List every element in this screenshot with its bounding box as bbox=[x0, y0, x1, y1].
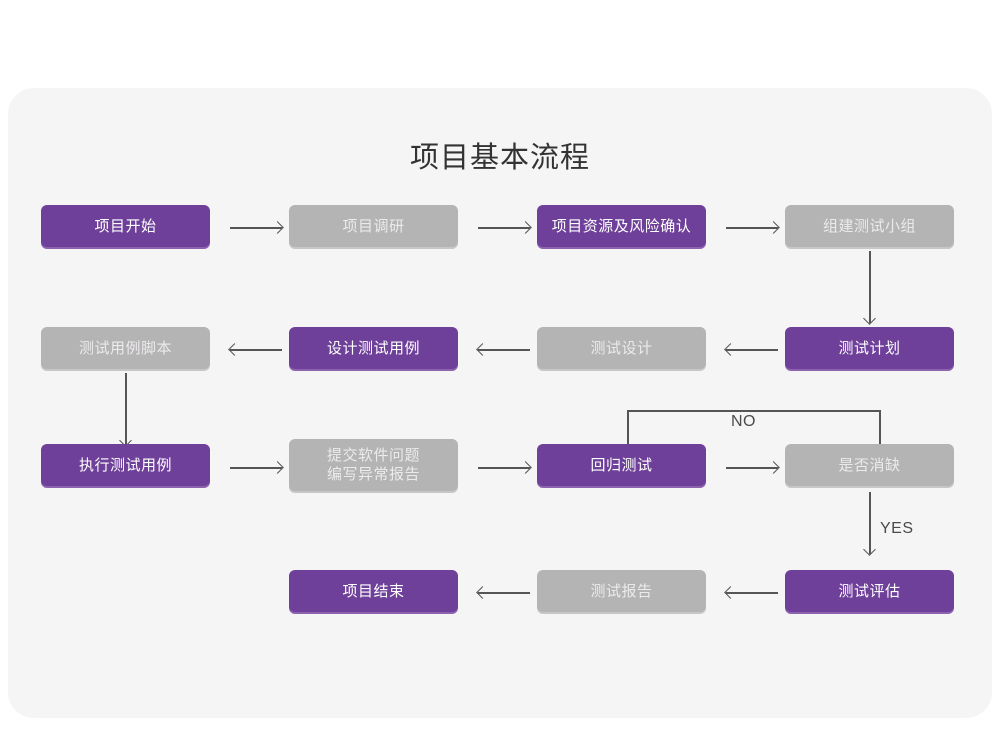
arrow-head-icon bbox=[476, 343, 489, 356]
arrow-shaft bbox=[726, 349, 778, 351]
arrow-shaft bbox=[726, 227, 778, 229]
edge-label-no: NO bbox=[731, 413, 756, 430]
flow-node-project-start[interactable]: 项目开始 bbox=[41, 205, 210, 247]
flow-node-project-research[interactable]: 项目调研 bbox=[289, 205, 458, 247]
edge-label-yes: YES bbox=[880, 520, 914, 537]
arrow-head-icon bbox=[724, 343, 737, 356]
flow-node-project-end[interactable]: 项目结束 bbox=[289, 570, 458, 612]
loop-segment-vertical-right bbox=[879, 410, 881, 458]
arrow-n12-n15-yes bbox=[863, 492, 877, 556]
flow-node-label: 测试设计 bbox=[590, 339, 653, 357]
arrow-shaft bbox=[478, 592, 530, 594]
arrow-head-icon bbox=[863, 312, 876, 325]
page-title: 项目基本流程 bbox=[409, 142, 590, 174]
flow-node-label: 执行测试用例 bbox=[78, 456, 172, 474]
arrow-shaft bbox=[478, 467, 530, 469]
flow-node-label: 项目结束 bbox=[342, 582, 405, 600]
arrow-n8-n7 bbox=[724, 343, 778, 357]
arrow-n1-n2 bbox=[230, 221, 284, 235]
flow-node-label: 项目调研 bbox=[342, 217, 405, 235]
arrow-shaft bbox=[230, 227, 282, 229]
flow-node-label: 设计测试用例 bbox=[326, 339, 420, 357]
arrow-n4-n8 bbox=[863, 251, 877, 325]
arrow-shaft bbox=[125, 373, 127, 445]
arrow-n5-n9 bbox=[119, 373, 133, 447]
flow-node-label: 测试用例脚本 bbox=[78, 339, 172, 357]
flow-node-testcase-script[interactable]: 测试用例脚本 bbox=[41, 327, 210, 369]
arrow-head-icon bbox=[724, 586, 737, 599]
flow-node-test-report[interactable]: 测试报告 bbox=[537, 570, 706, 612]
arrow-shaft bbox=[869, 492, 871, 554]
flow-node-resource-risk-confirm[interactable]: 项目资源及风险确认 bbox=[537, 205, 706, 247]
arrow-head-icon bbox=[767, 461, 780, 474]
arrow-shaft bbox=[726, 592, 778, 594]
flow-node-design-testcase[interactable]: 设计测试用例 bbox=[289, 327, 458, 369]
arrow-n6-n5 bbox=[228, 343, 282, 357]
arrow-n3-n4 bbox=[726, 221, 780, 235]
arrow-n11-n12 bbox=[726, 461, 780, 475]
arrow-head-icon bbox=[271, 461, 284, 474]
flow-node-label: 测试评估 bbox=[838, 582, 901, 600]
flow-node-submit-issue-report[interactable]: 提交软件问题 编写异常报告 bbox=[289, 439, 458, 491]
flow-node-build-test-team[interactable]: 组建测试小组 bbox=[785, 205, 954, 247]
arrow-head-icon bbox=[519, 221, 532, 234]
flow-node-defect-cleared[interactable]: 是否消缺 bbox=[785, 444, 954, 486]
arrow-head-icon bbox=[519, 461, 532, 474]
flow-node-test-evaluation[interactable]: 测试评估 bbox=[785, 570, 954, 612]
arrow-shaft bbox=[726, 467, 778, 469]
flow-node-test-design[interactable]: 测试设计 bbox=[537, 327, 706, 369]
arrow-head-icon bbox=[863, 543, 876, 556]
flow-node-label: 是否消缺 bbox=[838, 456, 901, 474]
arrow-shaft bbox=[230, 467, 282, 469]
flow-node-execute-testcase[interactable]: 执行测试用例 bbox=[41, 444, 210, 486]
arrow-n2-n3 bbox=[478, 221, 532, 235]
loop-segment-vertical-left bbox=[627, 410, 629, 450]
arrow-head-icon bbox=[476, 586, 489, 599]
arrow-shaft bbox=[869, 251, 871, 323]
loop-segment-horizontal bbox=[627, 410, 881, 412]
arrow-n12-n11-no-loop bbox=[621, 410, 881, 458]
flowchart-card: 项目基本流程 项目开始 项目调研 项目资源及风险确认 组建测试小组 测试用例脚本… bbox=[8, 88, 992, 718]
arrow-shaft bbox=[478, 349, 530, 351]
arrow-shaft bbox=[478, 227, 530, 229]
flow-node-label: 组建测试小组 bbox=[822, 217, 916, 235]
arrow-n14-n13 bbox=[476, 586, 530, 600]
arrow-n15-n14 bbox=[724, 586, 778, 600]
arrow-head-icon bbox=[228, 343, 241, 356]
flow-node-label: 项目资源及风险确认 bbox=[551, 217, 692, 235]
flow-node-label: 测试报告 bbox=[590, 582, 653, 600]
flow-node-label: 回归测试 bbox=[590, 456, 653, 474]
arrow-n7-n6 bbox=[476, 343, 530, 357]
flow-node-label: 测试计划 bbox=[838, 339, 901, 357]
arrow-head-icon bbox=[767, 221, 780, 234]
flow-node-regression-test[interactable]: 回归测试 bbox=[537, 444, 706, 486]
flow-node-test-plan[interactable]: 测试计划 bbox=[785, 327, 954, 369]
arrow-n10-n11 bbox=[478, 461, 532, 475]
flow-node-label: 项目开始 bbox=[94, 217, 157, 235]
arrow-shaft bbox=[230, 349, 282, 351]
flow-node-label: 提交软件问题 编写异常报告 bbox=[326, 447, 420, 483]
arrow-n9-n10 bbox=[230, 461, 284, 475]
arrow-head-icon bbox=[271, 221, 284, 234]
